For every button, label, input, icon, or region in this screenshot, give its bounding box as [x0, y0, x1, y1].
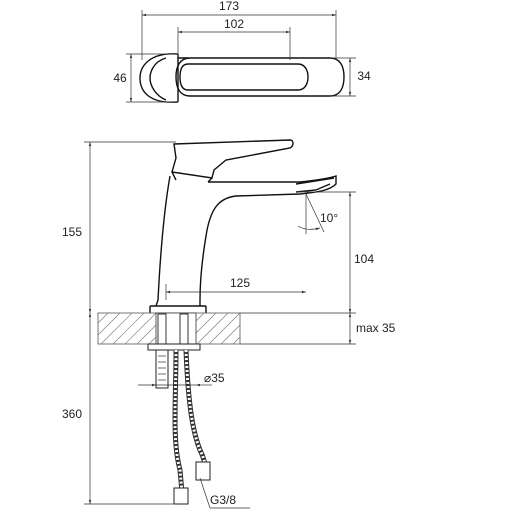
label-total-height: 155 — [62, 225, 82, 239]
label-hose-length: 360 — [62, 407, 82, 421]
top-view-outline — [139, 53, 345, 103]
dim-spout-angle: 10° — [297, 193, 338, 234]
dim-spout-height: 104 — [240, 191, 374, 314]
dim-thread: G3/8 — [199, 477, 250, 509]
dim-total-height: 155 — [62, 141, 176, 313]
label-base-diameter: 46 — [113, 71, 127, 85]
label-handle-length: 102 — [224, 17, 244, 31]
deck — [97, 312, 241, 345]
dim-hole-diameter: ⌀35 — [138, 371, 225, 387]
top-view: 173 102 46 34 — [113, 0, 371, 103]
dim-spout-reach: 125 — [165, 276, 306, 300]
dim-deck-thickness: max 35 — [240, 313, 396, 345]
dim-hose-length: 360 — [62, 313, 176, 505]
dim-handle-length: 102 — [177, 17, 291, 60]
dim-base-diameter: 46 — [113, 53, 178, 103]
dim-overall-length: 173 — [141, 0, 337, 60]
label-spout-height: 104 — [354, 252, 374, 266]
label-hole-diameter: ⌀35 — [204, 371, 225, 385]
label-overall-length: 173 — [219, 0, 239, 13]
side-view: 155 360 104 max 35 10° — [62, 139, 396, 509]
label-spout-reach: 125 — [230, 276, 250, 290]
label-handle-width: 34 — [357, 69, 371, 83]
label-spout-angle: 10° — [320, 211, 338, 225]
faucet-body — [149, 139, 337, 313]
label-deck-thickness: max 35 — [356, 321, 396, 335]
label-thread: G3/8 — [210, 493, 236, 507]
dim-handle-width: 34 — [330, 57, 371, 97]
